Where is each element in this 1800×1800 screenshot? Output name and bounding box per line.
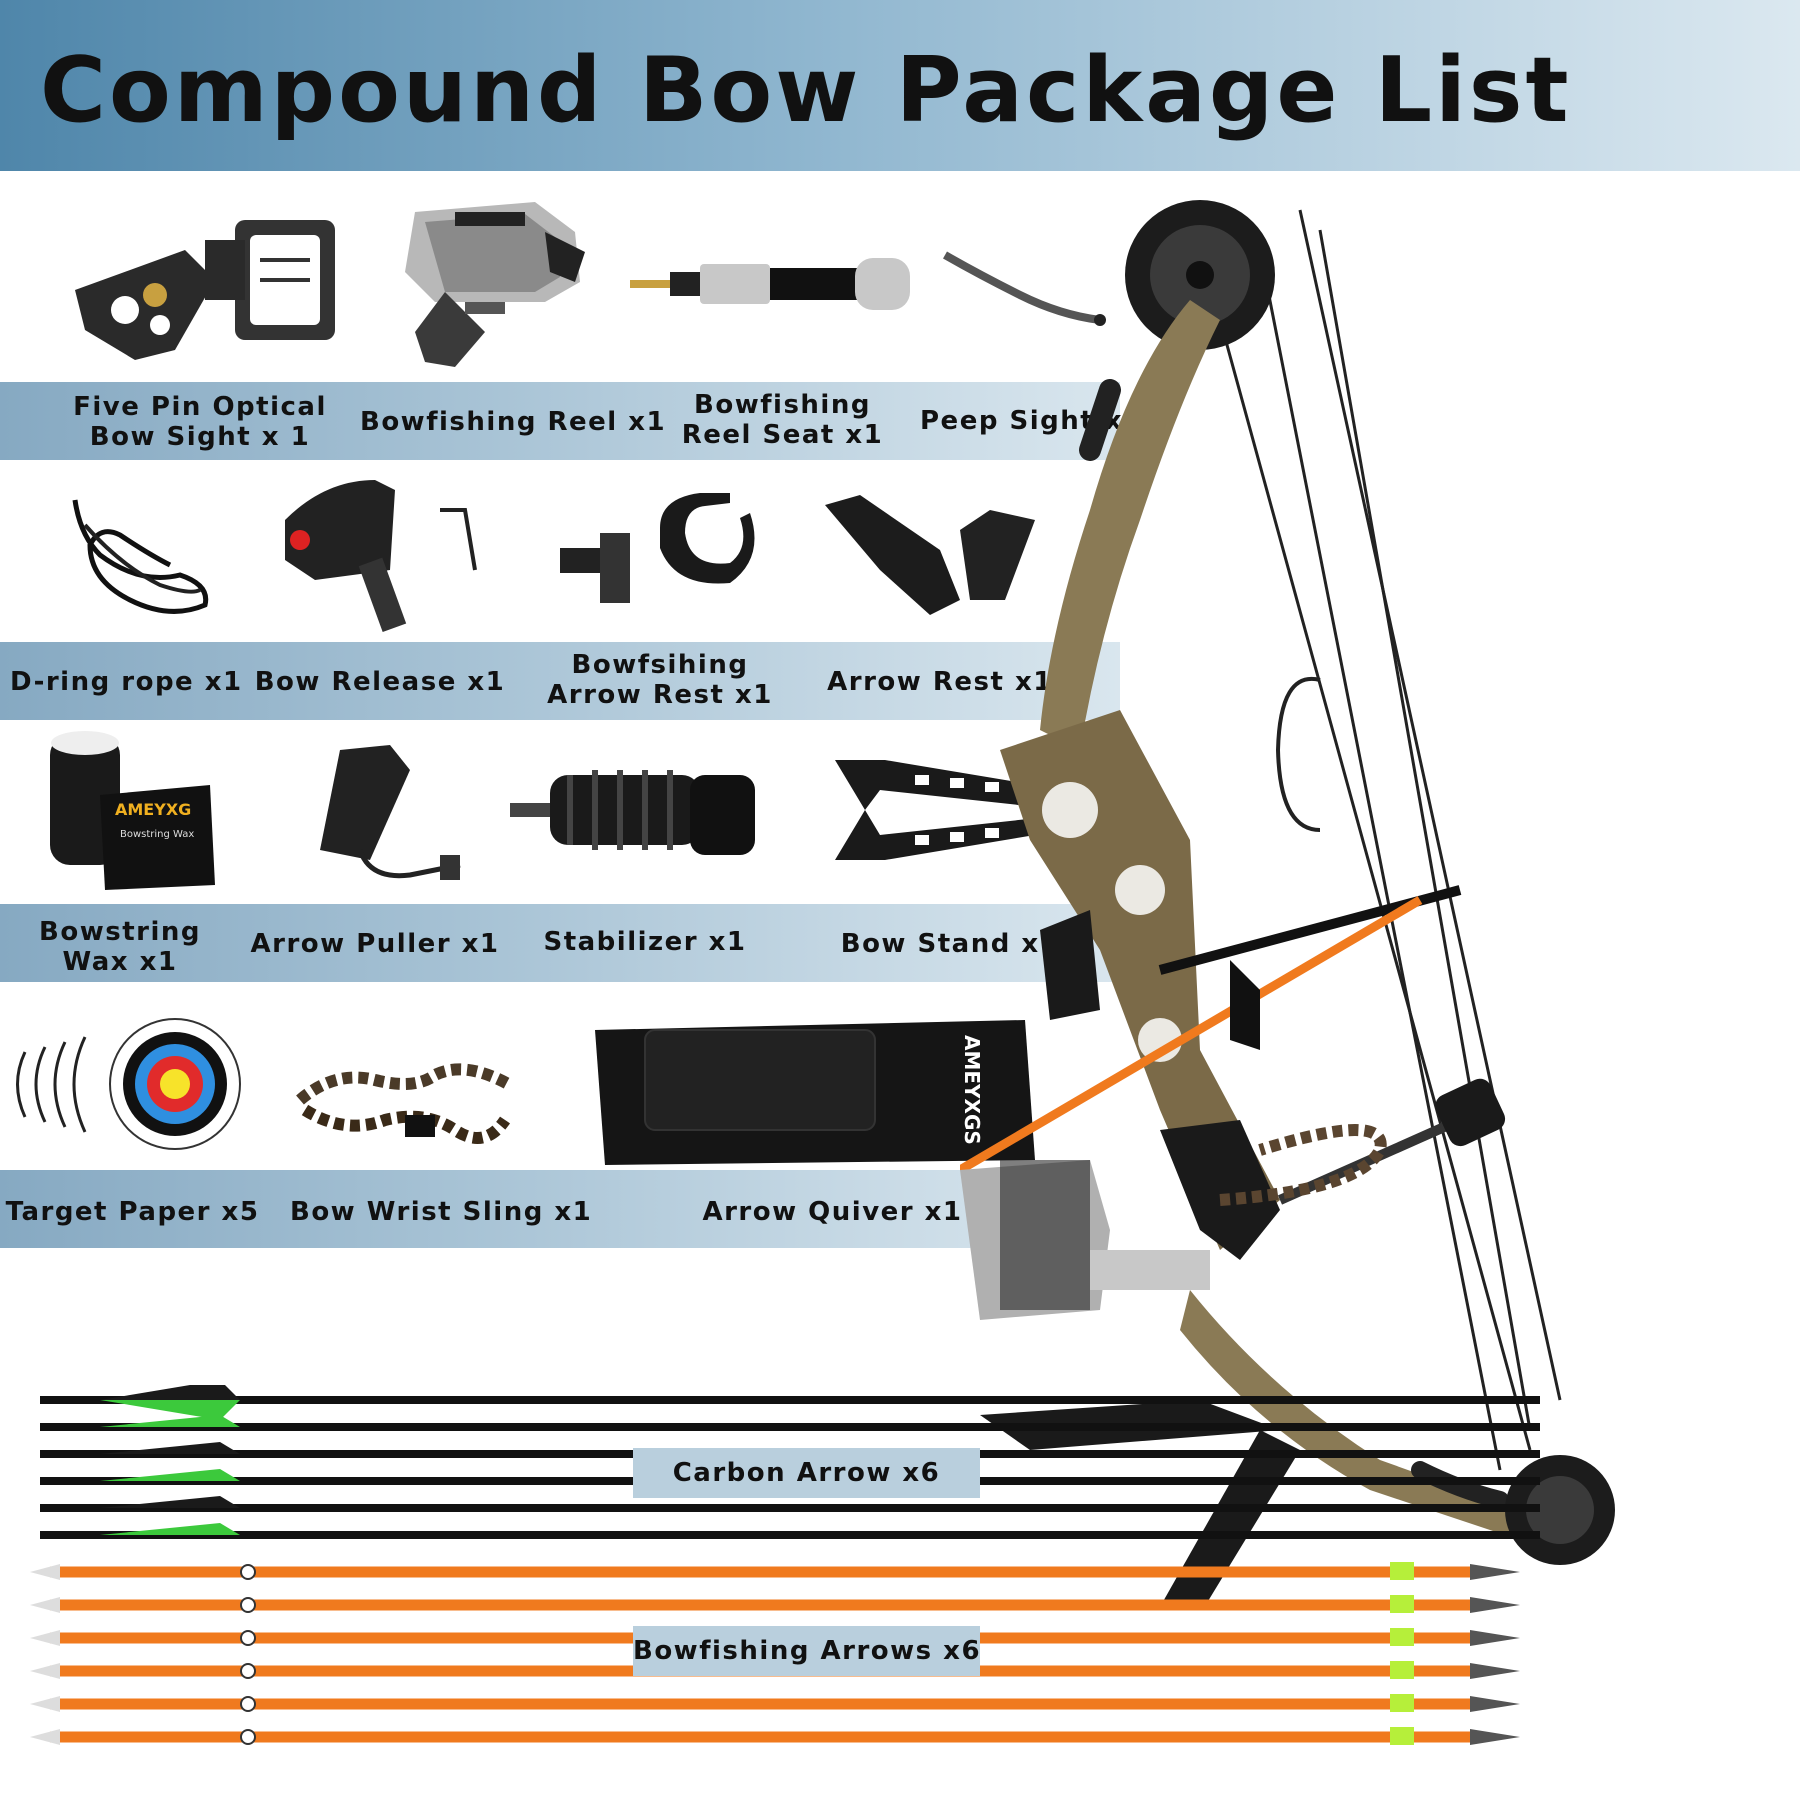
- label-bowfishing-reel: Bowfishing Reel x1: [360, 407, 667, 437]
- label-band-row2: [0, 642, 1120, 720]
- label-bowfishing-arrow-rest: Bowfsihing Arrow Rest x1: [547, 650, 773, 710]
- reel-seat-image: [630, 250, 915, 320]
- d-ring-rope-image: [60, 495, 220, 620]
- label-carbon-arrow: Carbon Arrow x6: [672, 1458, 941, 1488]
- arrow-puller-image: [300, 740, 475, 885]
- label-d-ring-rope: D-ring rope x1: [10, 667, 243, 697]
- label-reel-seat: Bowfishing Reel Seat x1: [681, 390, 884, 450]
- bowstring-wax-image: AMEYXG Bowstring Wax: [40, 725, 220, 895]
- label-arrow-quiver: Arrow Quiver x1: [702, 1197, 963, 1227]
- stabilizer-image: [510, 755, 760, 865]
- carbon-arrow-label-band: [633, 1448, 980, 1498]
- label-band-row3: [0, 904, 1120, 982]
- label-five-pin-sight: Five Pin Optical Bow Sight x 1: [73, 392, 327, 452]
- label-stabilizer: Stabilizer x1: [543, 927, 747, 957]
- label-bowstring-wax: Bowstring Wax x1: [39, 917, 201, 977]
- label-band-row4: [0, 1170, 1090, 1248]
- five-pin-sight-image: [65, 200, 345, 370]
- bowfishing-arrow-label-band: [633, 1626, 980, 1676]
- label-bow-stand: Bow Stand x1: [840, 929, 1060, 959]
- bow-wrist-sling-image: [295, 1040, 520, 1155]
- bow-release-image: [275, 470, 485, 635]
- label-arrow-puller: Arrow Puller x1: [250, 929, 500, 959]
- label-target-paper: Target Paper x5: [5, 1197, 260, 1227]
- peep-sight-image: [940, 245, 1110, 335]
- wax-label-text: Bowstring Wax: [120, 829, 194, 840]
- bowfishing-reel-image: [385, 192, 600, 377]
- arrow-rest-image: [820, 490, 1040, 620]
- label-bow-wrist-sling: Bow Wrist Sling x1: [290, 1197, 593, 1227]
- page-title: Compound Bow Package List: [40, 38, 1572, 143]
- arrow-quiver-image: AMEYXGS: [585, 1015, 1045, 1170]
- header-banner: Compound Bow Package List: [0, 0, 1800, 171]
- target-paper-image: [5, 1012, 245, 1157]
- wax-brand-text: AMEYXG: [115, 800, 191, 819]
- label-bow-release: Bow Release x1: [254, 667, 506, 697]
- label-band-row1: [0, 382, 1120, 460]
- bowfishing-arrow-rest-image: [560, 488, 760, 603]
- bow-stand-image: [825, 750, 1075, 870]
- label-arrow-rest: Arrow Rest x1: [827, 667, 1053, 697]
- quiver-brand-text: AMEYXGS: [960, 1035, 984, 1145]
- label-bowfishing-arrows: Bowfishing Arrows x6: [633, 1636, 982, 1666]
